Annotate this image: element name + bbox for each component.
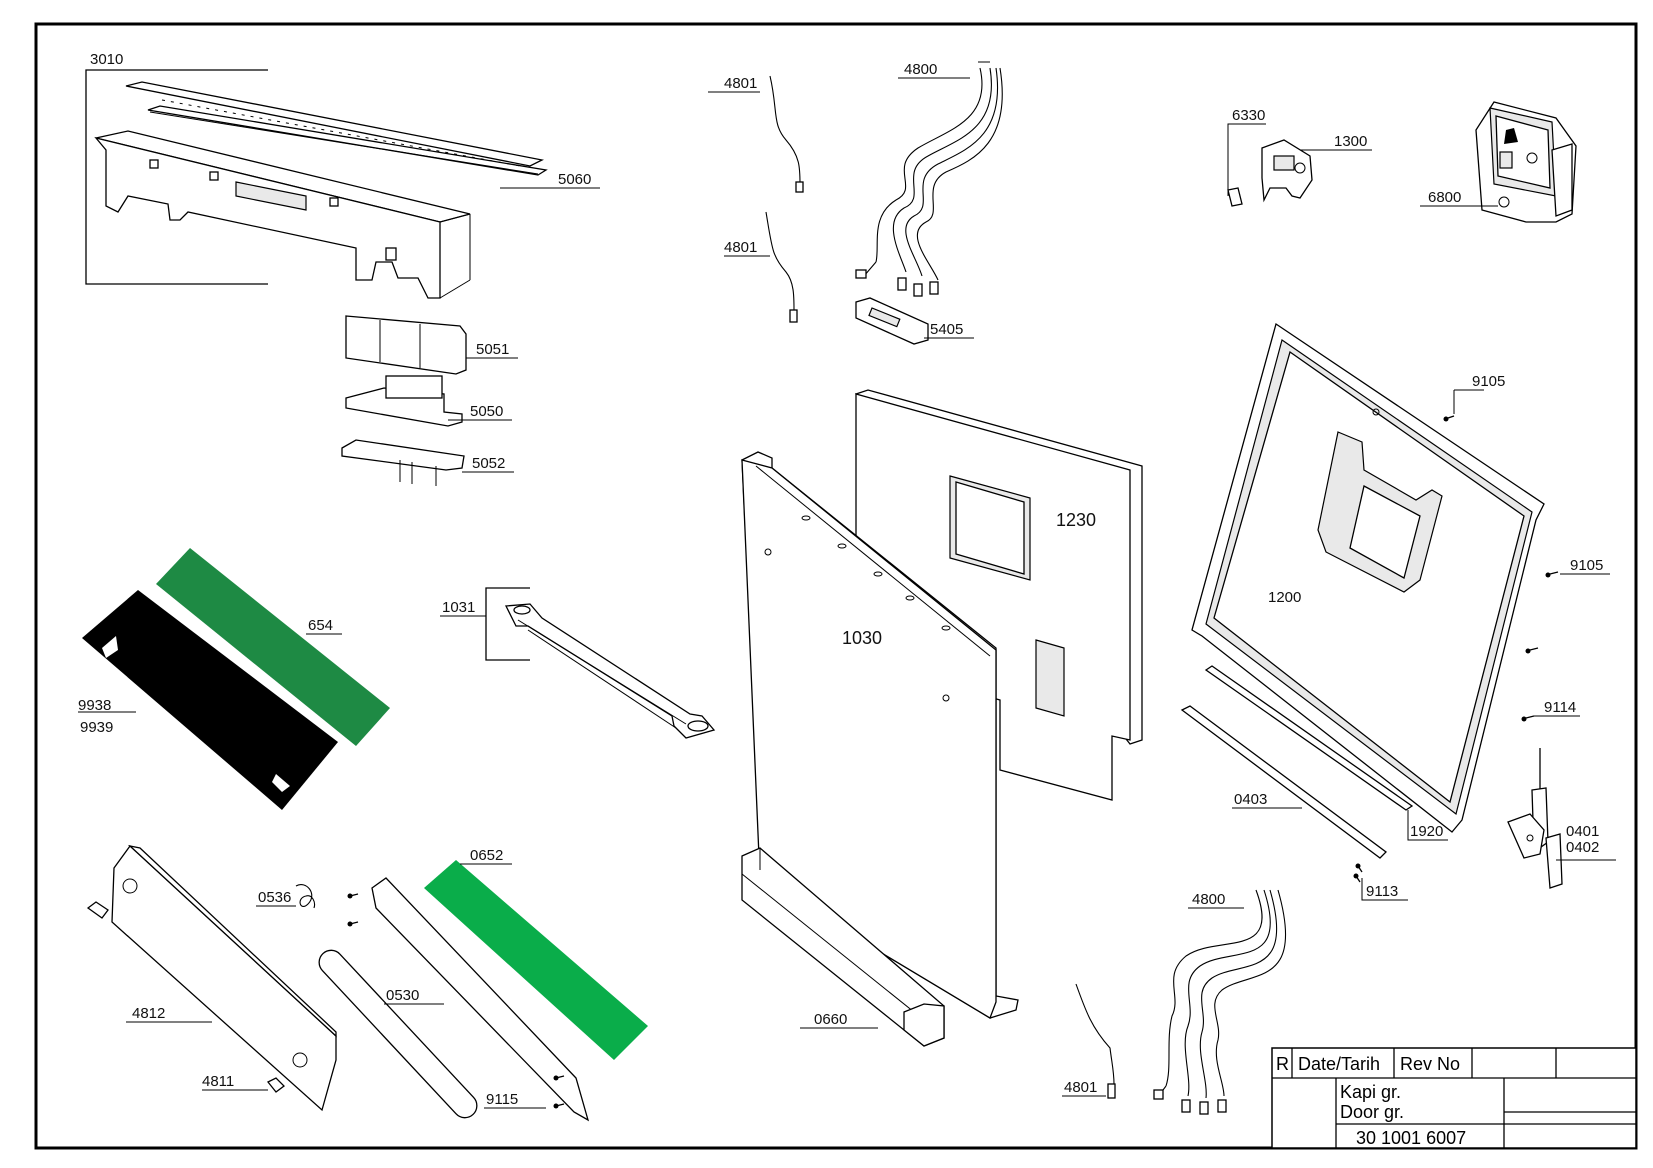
label-4800-top: 4800 [904,61,937,78]
kick-panel-4812: 4812 4811 [86,844,337,1112]
label-0530: 0530 [386,987,419,1004]
label-1200: 1200 [1268,589,1301,606]
label-9105-right: 9105 [1570,557,1603,574]
screws: 9105 9105 9114 9113 [1353,373,1610,901]
label-4801-c: 4801 [1064,1079,1097,1096]
label-4811: 4811 [202,1073,234,1090]
wire-harness-4800-top: 4800 [855,61,1003,297]
label-4812: 4812 [132,1005,165,1022]
title-block: R Date/Tarih Rev No Kapi gr. Door gr. 30… [1271,1047,1637,1149]
label-0403: 0403 [1234,791,1267,808]
label-9115: 9115 [486,1091,518,1108]
label-5405: 5405 [930,321,963,338]
connector-5405: 5405 [855,297,974,345]
title-drawing-no: 30 1001 6007 [1356,1128,1466,1148]
inner-door-1230: 1230 [854,389,1143,801]
label-9114: 9114 [1544,699,1576,716]
label-5052: 5052 [472,455,505,472]
seals: 0403 1920 [1180,665,1448,859]
label-0402: 0402 [1566,839,1599,856]
title-col-r: R [1276,1054,1289,1074]
label-9938: 9938 [78,697,111,714]
label-5060: 5060 [558,171,591,188]
label-1031: 1031 [442,599,475,616]
label-0652: 0652 [470,847,503,864]
lock-1300: 6330 1300 [1227,107,1372,207]
inner-liner-1200: 1200 [1191,322,1545,833]
wire-harness-4800-bottom: 4800 [1153,889,1287,1115]
green-strip-0652: 0652 [424,847,648,1060]
cable-0536: 0536 [256,884,316,909]
title-name-tr: Kapi gr. [1340,1082,1401,1102]
label-4801-a: 4801 [724,75,757,92]
label-1030: 1030 [842,628,882,648]
wire-4801-a: 4801 [708,75,804,193]
wire-4801-b: 4801 [724,211,798,323]
electronic-modules: 5051 5050 5052 [341,315,518,486]
label-9105-top: 9105 [1472,373,1505,390]
label-1920: 1920 [1410,823,1443,840]
label-0660: 0660 [814,1011,847,1028]
label-5050: 5050 [470,403,503,420]
insulation-0660: 0660 [741,847,945,1047]
control-panel-group: 3010 5060 [85,51,600,299]
label-1300: 1300 [1334,133,1367,150]
black-strip-9938 [82,590,338,810]
hinge-0401: 0401 0402 [1507,748,1616,889]
label-9939: 9939 [80,719,113,736]
label-4800-bottom: 4800 [1192,891,1225,908]
title-name-en: Door gr. [1340,1102,1404,1122]
label-6800: 6800 [1428,189,1461,206]
handle-1031: 1031 [440,587,716,739]
label-1230: 1230 [1056,510,1096,530]
drawing-frame [34,22,1638,1150]
label-4801-b: 4801 [724,239,757,256]
green-strip-654 [156,548,390,746]
trim-0530: 0530 9115 [318,877,590,1122]
label-0401: 0401 [1566,823,1599,840]
label-3010: 3010 [90,51,123,68]
decor-strips: 654 9938 9939 [78,548,390,810]
dispenser-6800: 6800 [1420,101,1577,223]
label-9113: 9113 [1366,883,1398,900]
wire-4801-c: 4801 [1062,983,1116,1099]
title-col-date: Date/Tarih [1298,1054,1380,1074]
label-6330: 6330 [1232,107,1265,124]
label-5051: 5051 [476,341,509,358]
label-0536: 0536 [258,889,291,906]
label-654: 654 [308,617,333,634]
title-col-rev: Rev No [1400,1054,1460,1074]
